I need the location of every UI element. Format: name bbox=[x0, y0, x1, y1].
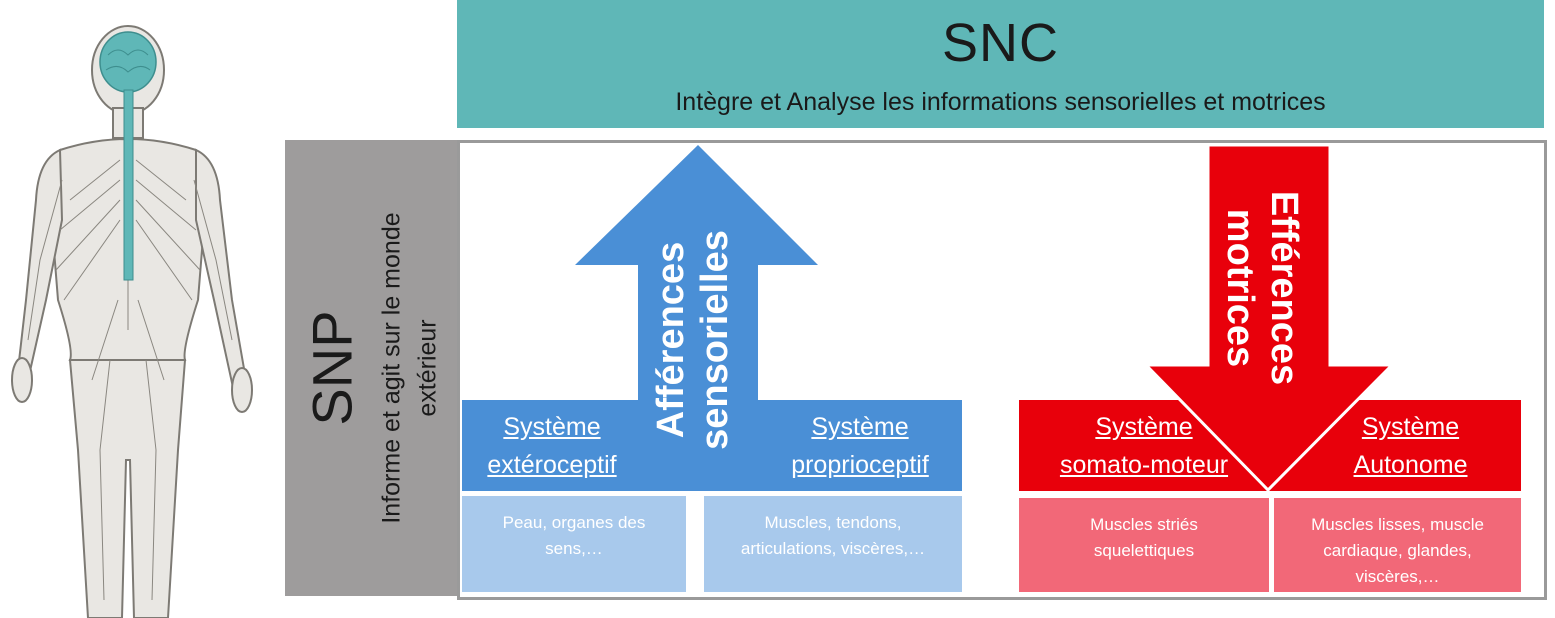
efferences-line1: Efférences bbox=[1263, 190, 1305, 386]
system-label-line1: Système bbox=[1361, 412, 1460, 441]
system-box-autonome: Système Autonome bbox=[1300, 400, 1521, 491]
system-box-exteroceptif: Système extéroceptif bbox=[462, 400, 642, 491]
snc-title: SNC bbox=[941, 13, 1059, 73]
system-label-line2: somato-moteur bbox=[1059, 450, 1229, 479]
desc-line: Muscles lisses, muscle bbox=[1311, 515, 1484, 534]
desc-box-autonome: Muscles lisses, muscle cardiaque, glande… bbox=[1274, 498, 1521, 592]
snp-panel: SNP Informe et agit sur le monde extérie… bbox=[285, 140, 457, 596]
desc-box-proprioceptif: Muscles, tendons, articulations, viscère… bbox=[704, 496, 962, 592]
snp-description-line1: Informe et agit sur le monde bbox=[377, 212, 406, 524]
system-box-proprioceptif: Système proprioceptif bbox=[760, 400, 960, 491]
system-label-line2: extéroceptif bbox=[487, 450, 617, 479]
afferences-line1: Afférences bbox=[650, 241, 692, 439]
afferences-line2: sensorielles bbox=[694, 230, 736, 450]
desc-line: sens,… bbox=[545, 539, 603, 558]
snp-title: SNP bbox=[300, 310, 364, 426]
desc-line: viscères,… bbox=[1355, 567, 1440, 586]
desc-line: squelettiques bbox=[1093, 541, 1195, 560]
snc-banner: SNC Intègre et Analyse les informations … bbox=[457, 0, 1544, 128]
desc-box-somato-moteur: Muscles striés squelettiques bbox=[1019, 498, 1269, 592]
efferences-label: Efférences motrices bbox=[1218, 191, 1306, 385]
desc-line: Peau, organes des bbox=[502, 513, 646, 532]
desc-box-exteroceptif: Peau, organes des sens,… bbox=[462, 496, 686, 592]
system-label-line2: Autonome bbox=[1353, 450, 1468, 479]
system-label-line2: proprioceptif bbox=[791, 450, 929, 479]
system-box-somato-moteur: Système somato-moteur bbox=[1019, 400, 1269, 491]
afferences-label: Afférences sensorielles bbox=[649, 230, 737, 450]
snp-frame bbox=[457, 140, 1547, 600]
efferences-line2: motrices bbox=[1219, 208, 1261, 368]
desc-line: Muscles striés bbox=[1090, 515, 1198, 534]
system-label-line1: Système bbox=[811, 412, 909, 441]
system-label-line1: Système bbox=[1095, 412, 1193, 441]
desc-line: Muscles, tendons, bbox=[764, 513, 902, 532]
snc-subtitle: Intègre et Analyse les informations sens… bbox=[675, 88, 1326, 116]
desc-line: cardiaque, glandes, bbox=[1323, 541, 1472, 560]
system-label-line1: Système bbox=[503, 412, 601, 441]
snp-description-line2: extérieur bbox=[413, 319, 442, 417]
desc-line: articulations, viscères,… bbox=[740, 539, 926, 558]
human-nervous-system-illustration bbox=[11, 25, 253, 618]
